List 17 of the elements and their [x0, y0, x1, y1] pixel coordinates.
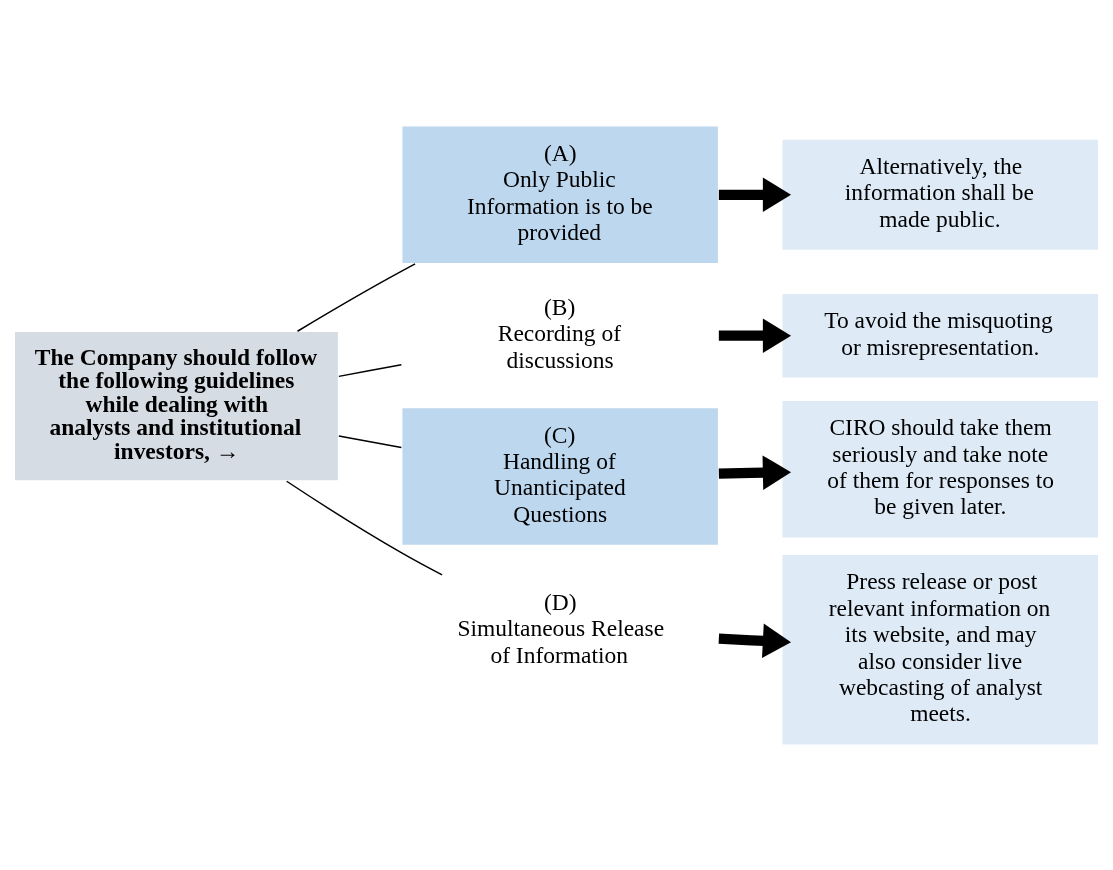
arrow	[718, 177, 792, 212]
connector	[338, 434, 403, 448]
node-box: Alternatively, the information shall be made public.	[781, 137, 1100, 251]
node-text: (D) Simultaneous Release of Information	[457, 588, 665, 668]
connector	[285, 480, 443, 576]
node-box: CIRO should take them seriously and take note of them for responses to be given later.	[781, 399, 1100, 539]
node-box: The Company should follow the following guidelines while dealing with analysts and institutional investors, →	[13, 330, 340, 482]
connector	[338, 363, 403, 377]
arrow	[718, 317, 792, 353]
node-text: (B) Recording of discussions	[497, 293, 621, 373]
connector	[296, 262, 416, 332]
node-box: Press release or post relevant information on its website, and may also consider live webcasting of analyst meets.	[781, 553, 1100, 746]
node-box: (A) Only Public Information is to be provided	[400, 124, 720, 265]
arrow	[718, 454, 792, 490]
arrow	[718, 623, 792, 658]
node-box: (C) Handling of Unanticipated Questions	[400, 406, 720, 546]
node-box: To avoid the misquoting or misrepresentation.	[781, 291, 1100, 379]
